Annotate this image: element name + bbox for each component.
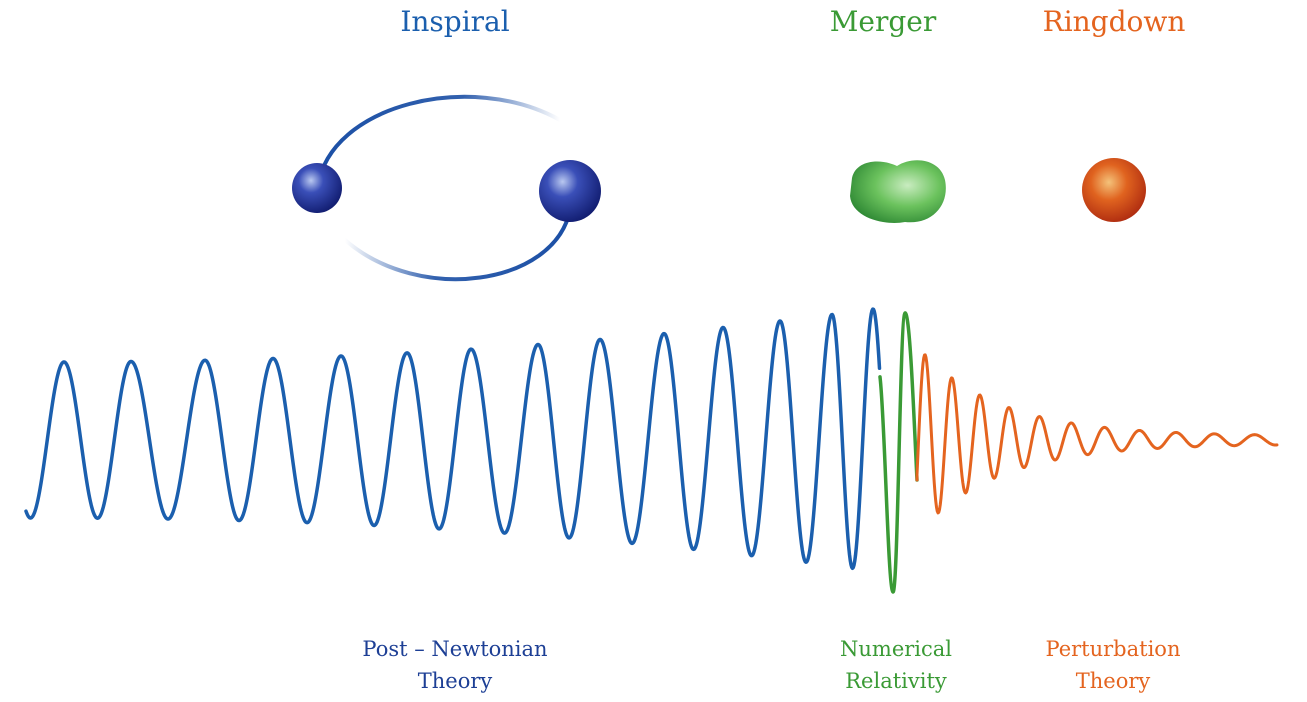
- final-black-hole-icon: [1082, 158, 1146, 222]
- waveform-merger-segment: [878, 311, 919, 594]
- ringdown-phase-title: Ringdown: [1042, 5, 1186, 38]
- orbit-upper-arc-icon: [316, 94, 562, 188]
- inspiral-phase-title: Inspiral: [400, 5, 510, 38]
- black-hole-left-icon: [292, 163, 342, 213]
- perturbation-theory-line-1: Perturbation: [1045, 637, 1181, 661]
- perturbation-theory-line-2: Theory: [1075, 669, 1151, 693]
- merger-illustration: [850, 160, 946, 223]
- black-hole-right-icon: [539, 160, 601, 222]
- orbit-lower-arc-icon: [343, 208, 572, 282]
- perturbation-theory-label: Perturbation Theory: [1046, 633, 1181, 697]
- ringdown-illustration: [1082, 158, 1146, 222]
- numerical-relativity-line-2: Relativity: [845, 669, 947, 693]
- numerical-relativity-label: Numerical Relativity: [840, 633, 952, 697]
- merger-phase-title: Merger: [829, 5, 937, 38]
- post-newtonian-theory-label: Post – Newtonian Theory: [362, 633, 547, 697]
- waveform-ringdown-segment: [915, 353, 1279, 515]
- post-newtonian-line-2: Theory: [417, 669, 493, 693]
- merged-black-hole-icon: [850, 160, 946, 223]
- numerical-relativity-line-1: Numerical: [840, 637, 952, 661]
- post-newtonian-line-1: Post – Newtonian: [362, 637, 548, 661]
- gravitational-waveform: [24, 307, 1279, 594]
- waveform-inspiral-segment: [24, 307, 882, 570]
- binary-orbit-illustration: [292, 94, 601, 282]
